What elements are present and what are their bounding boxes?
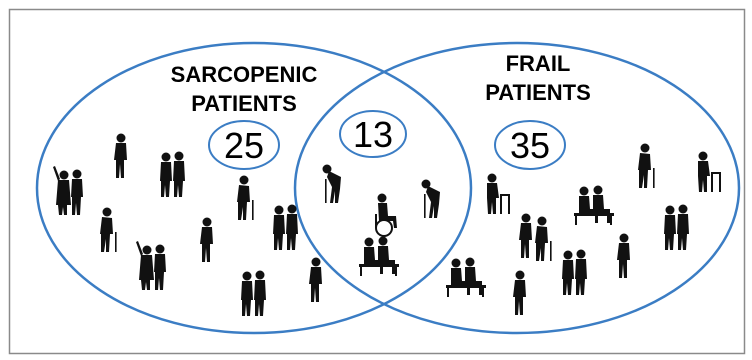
elderly-person-walking-icon (200, 217, 213, 262)
intersection-count: 13 (353, 114, 393, 155)
diagram-border (8, 8, 746, 355)
overlap-patient-silhouettes (322, 164, 440, 276)
elderly-person-cane-icon (638, 143, 655, 188)
elderly-couple-bench-icon (574, 185, 614, 225)
frail-count: 35 (510, 125, 550, 166)
sarcopenic-patient-silhouettes (53, 133, 322, 316)
frail-patient-silhouettes (446, 143, 721, 315)
elderly-couple-icon (273, 204, 298, 250)
elderly-person-cane-icon (237, 175, 254, 220)
sarcopenic-label-line2: PATIENTS (191, 91, 297, 116)
elderly-person-walking-icon (513, 270, 526, 315)
frail-count-bubble (494, 120, 566, 170)
elderly-person-walking-icon (617, 233, 630, 278)
sarcopenic-count-bubble (208, 120, 280, 170)
elderly-person-hunched-cane-icon (421, 179, 440, 218)
elderly-couple-icon (241, 270, 266, 316)
elderly-person-cane-icon (535, 216, 552, 261)
elderly-couple-icon (562, 249, 587, 295)
elderly-person-walker-icon (698, 151, 721, 192)
elderly-couple-icon (160, 151, 185, 197)
elderly-couple-icon (664, 204, 689, 250)
elderly-person-seated-icon (359, 236, 399, 276)
elderly-couple-waving-icon (136, 241, 166, 290)
elderly-person-cane-icon (100, 207, 117, 252)
intersection-count-bubble (339, 110, 407, 158)
sarcopenic-set-circle (35, 41, 473, 335)
sarcopenic-count: 25 (224, 125, 264, 166)
elderly-person-walking-icon (114, 133, 127, 178)
elderly-person-walker-icon (487, 173, 510, 214)
elderly-person-hunched-cane-icon (322, 164, 341, 203)
elderly-person-walking-icon (309, 257, 322, 302)
sarcopenic-label-line1: SARCOPENIC (171, 62, 318, 87)
elderly-person-walking-icon (519, 213, 532, 258)
frail-set-circle (293, 41, 741, 335)
elderly-couple-bench-icon (446, 257, 486, 297)
frail-label-line1: FRAIL (506, 51, 571, 76)
frail-label-line2: PATIENTS (485, 80, 591, 105)
elderly-couple-waving-icon (53, 166, 83, 215)
wheelchair-user-icon (374, 192, 398, 237)
